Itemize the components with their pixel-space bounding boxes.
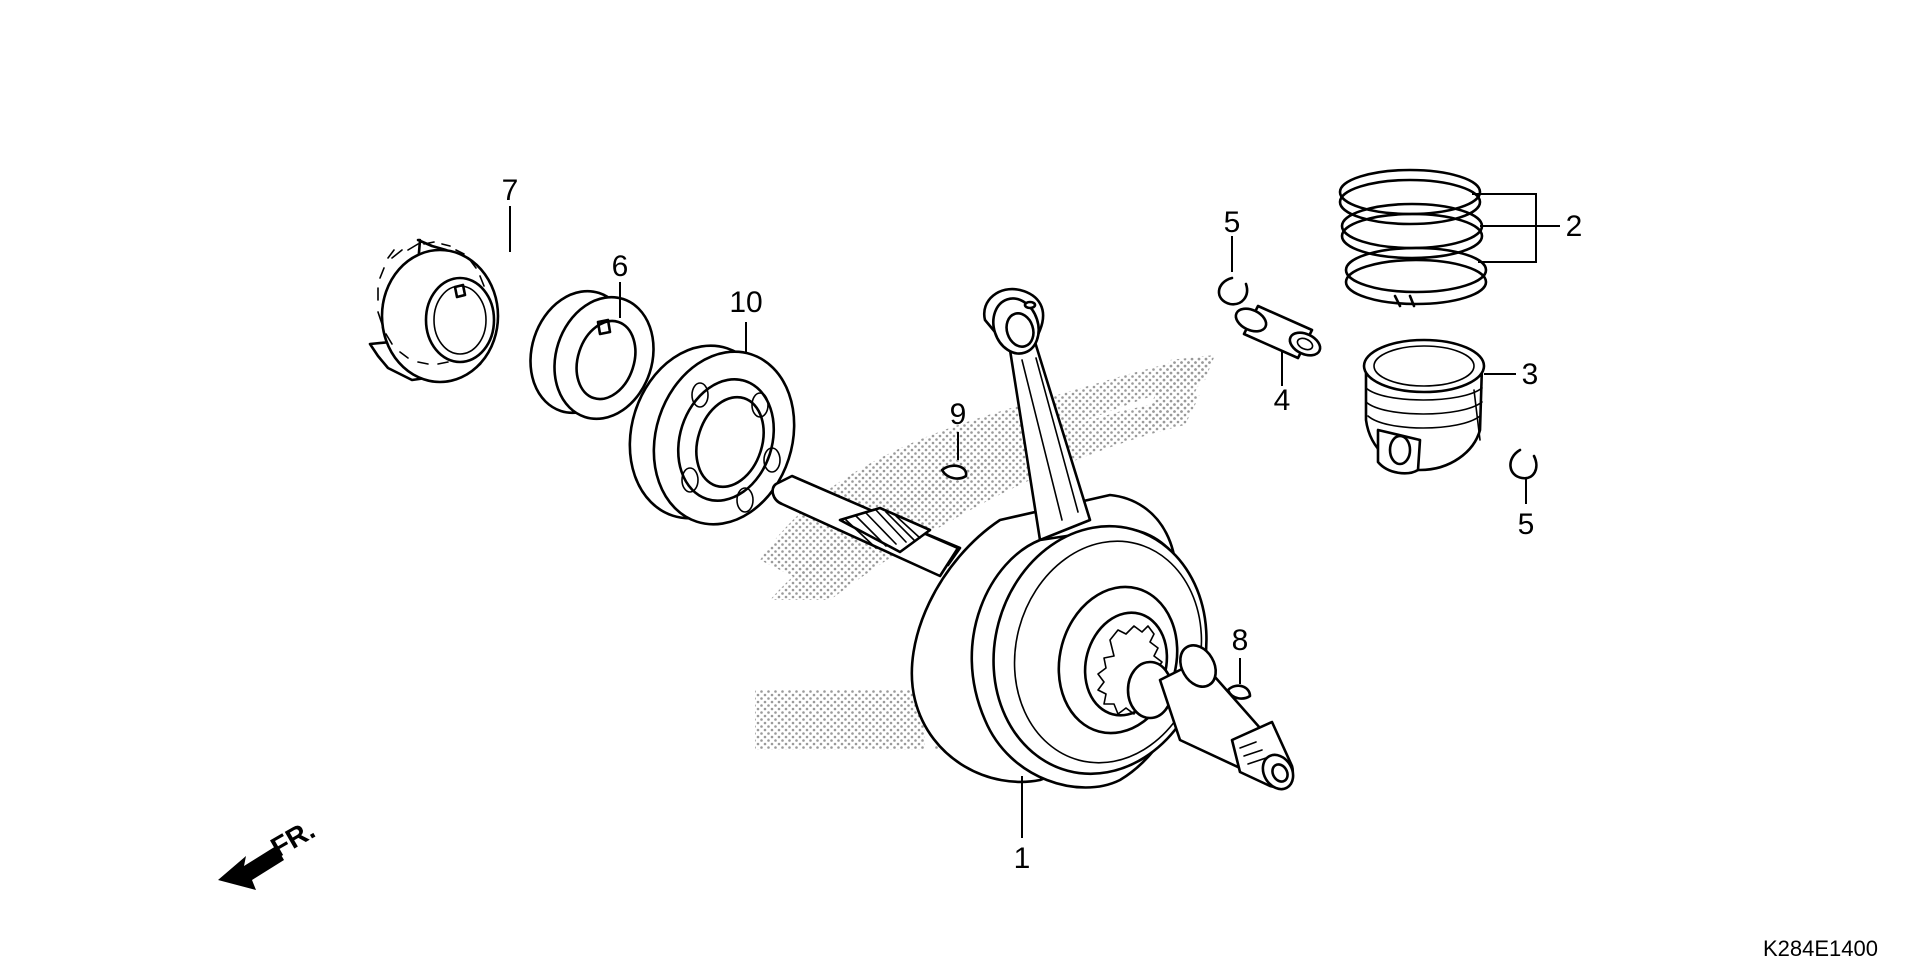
crankshaft-part[interactable] xyxy=(771,287,1299,798)
arrow-front-icon: FR. xyxy=(218,814,320,890)
callout-2: 2 xyxy=(1566,210,1583,243)
callout-1: 1 xyxy=(1014,842,1031,875)
callout-10: 10 xyxy=(729,286,762,319)
piston-pin-part[interactable] xyxy=(1232,304,1323,360)
pin-clip-bottom-part[interactable] xyxy=(1509,448,1538,480)
callout-4: 4 xyxy=(1274,384,1291,417)
collar-part[interactable] xyxy=(515,278,669,432)
pin-clip-top-part[interactable] xyxy=(1217,276,1249,306)
key-right-part[interactable] xyxy=(1226,684,1252,700)
callout-8: 8 xyxy=(1232,624,1249,657)
callout-3: 3 xyxy=(1522,358,1539,391)
gear-part[interactable] xyxy=(368,238,500,384)
callout-6: 6 xyxy=(612,250,629,283)
piston-ring-set-part[interactable] xyxy=(1338,168,1488,308)
diagram-code: K284E1400 xyxy=(1763,936,1878,960)
piston-part[interactable] xyxy=(1362,338,1486,475)
bearing-part[interactable] xyxy=(608,327,816,542)
callout-5-top: 5 xyxy=(1224,206,1241,239)
callout-7: 7 xyxy=(502,174,519,207)
callout-9: 9 xyxy=(950,398,967,431)
key-left-part[interactable] xyxy=(940,464,968,480)
callout-5-bottom: 5 xyxy=(1518,508,1535,541)
